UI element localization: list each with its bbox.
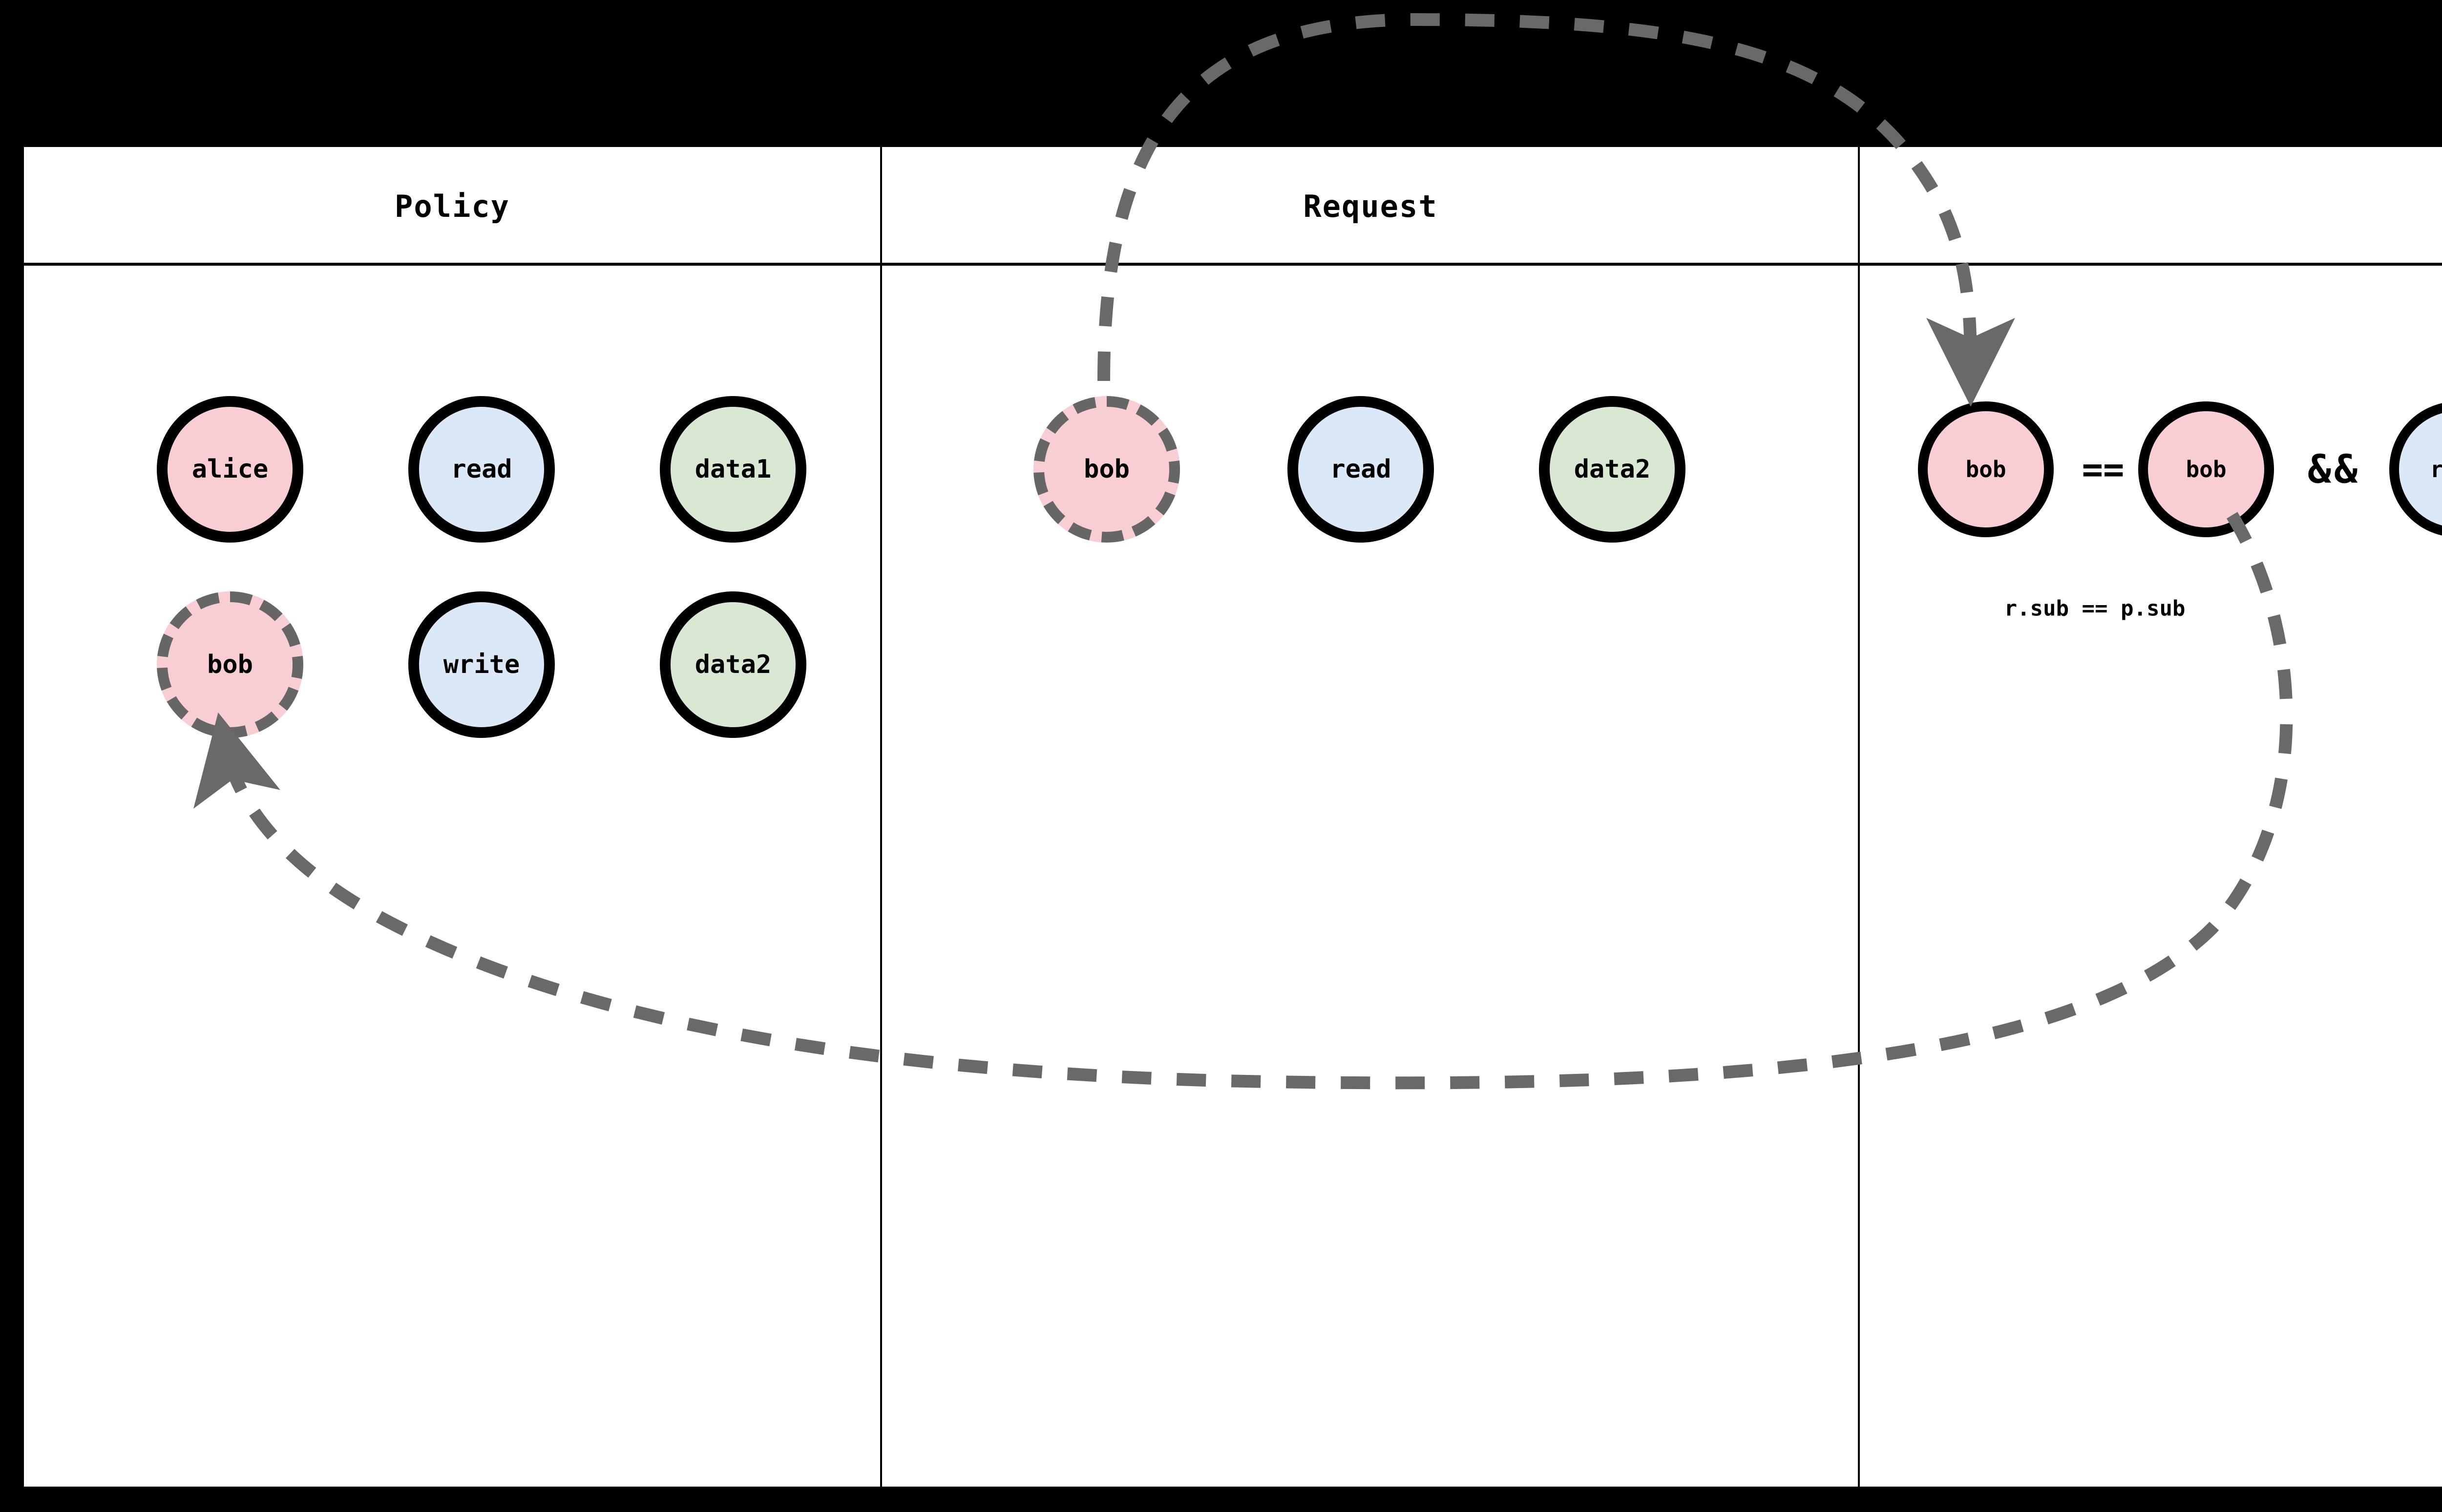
matching-node-request-action[interactable]: read [2389, 401, 2442, 537]
column-title-policy: Policy [395, 189, 510, 224]
policy-node-subject-bob-highlighted[interactable]: bob [157, 591, 303, 738]
policy-node-action-read[interactable]: read [408, 396, 555, 543]
matching-label-subject: r.sub == p.sub [2004, 596, 2186, 621]
node-label: bob [2186, 456, 2227, 483]
matching-node-policy-subject[interactable]: bob [2138, 401, 2274, 537]
matching-conjunction-1: && [2307, 446, 2361, 492]
request-node-object-data2[interactable]: data2 [1539, 396, 1685, 543]
column-divider-1 [880, 147, 882, 1487]
node-label: data2 [695, 650, 772, 679]
column-divider-2 [1858, 147, 1860, 1487]
node-label: write [443, 650, 520, 679]
policy-node-subject-alice[interactable]: alice [157, 396, 303, 543]
matching-operator-equals-subject: == [2082, 449, 2125, 490]
node-label: data1 [695, 455, 772, 484]
node-label: data2 [1574, 455, 1651, 484]
matching-node-request-subject[interactable]: bob [1918, 401, 2054, 537]
node-label: bob [207, 650, 253, 679]
request-node-subject-bob-highlighted[interactable]: bob [1033, 396, 1180, 543]
node-label: read [1330, 455, 1391, 484]
node-label: bob [1965, 456, 2006, 483]
header-divider [24, 263, 2442, 266]
policy-node-object-data2[interactable]: data2 [660, 591, 806, 738]
request-node-action-read[interactable]: read [1287, 396, 1434, 543]
node-label: read [451, 455, 512, 484]
policy-node-object-data1[interactable]: data1 [660, 396, 806, 543]
node-label: alice [191, 455, 269, 484]
node-label: read [2430, 456, 2442, 483]
diagram-frame: Policy Request Matching alice read data1… [21, 144, 2442, 1490]
node-label: bob [1084, 455, 1130, 484]
column-title-request: Request [1303, 189, 1438, 224]
policy-node-action-write[interactable]: write [408, 591, 555, 738]
